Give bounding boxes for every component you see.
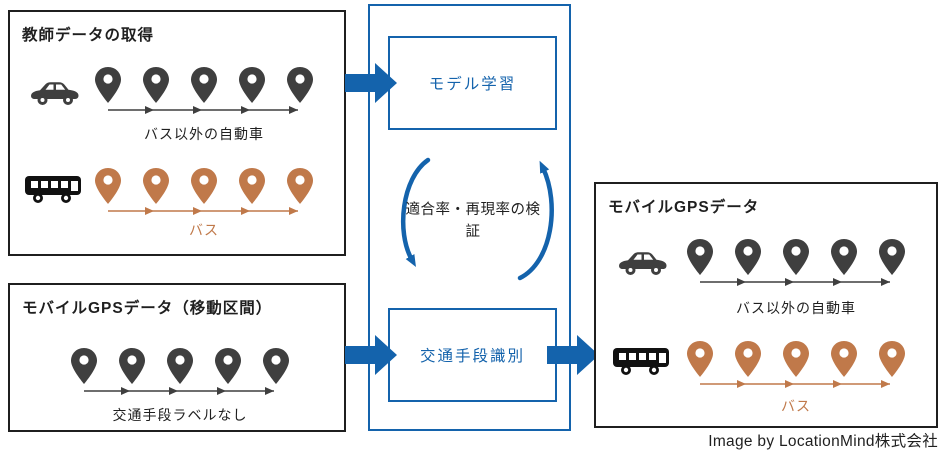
no-label-row-label: 交通手段ラベルなし [112, 407, 248, 423]
bus-icon [610, 344, 672, 383]
model-training-label: モデル学習 [428, 76, 517, 93]
block-arrow-right-icon [345, 62, 398, 104]
car-icon [30, 78, 80, 113]
model-training-step-box: モデル学習 [388, 36, 557, 130]
mode-identification-step-box: 交通手段識別 [388, 308, 557, 402]
block-arrow-right-icon [345, 334, 398, 376]
mode-identification-label: 交通手段識別 [419, 348, 525, 365]
mobile-gps-unlabeled-box: モバイルGPSデータ（移動区間） 交通手段ラベルなし [8, 283, 346, 432]
gps-pin-trajectory-dark [70, 347, 290, 399]
gps-pin-trajectory-dark [94, 66, 314, 118]
bus-row-label: バス [189, 222, 219, 238]
gps-pin-trajectory-orange [686, 340, 906, 392]
block-arrow-right-icon [547, 334, 600, 376]
image-credit-caption: Image by LocationMind株式会社 [708, 433, 938, 450]
car-row-label: バス以外の自動車 [736, 300, 856, 316]
cycle-arrows-icon [400, 157, 554, 281]
unlabeled-box-title: モバイルGPSデータ（移動区間） [22, 300, 273, 317]
bus-row-label: バス [781, 398, 811, 414]
validation-label: 適合率・再現率の検証 [405, 202, 541, 241]
bus-icon [22, 172, 84, 211]
car-row-label: バス以外の自動車 [144, 126, 264, 142]
gps-pin-trajectory-orange [94, 167, 314, 219]
mobile-gps-result-box: モバイルGPSデータ バス以外の自動車 バス [594, 182, 938, 428]
teacher-data-box: 教師データの取得 バス以外の自動車 バス [8, 10, 346, 256]
result-box-title: モバイルGPSデータ [608, 199, 760, 216]
car-icon [618, 248, 668, 283]
gps-pin-trajectory-dark [686, 238, 906, 290]
teacher-box-title: 教師データの取得 [22, 27, 155, 44]
